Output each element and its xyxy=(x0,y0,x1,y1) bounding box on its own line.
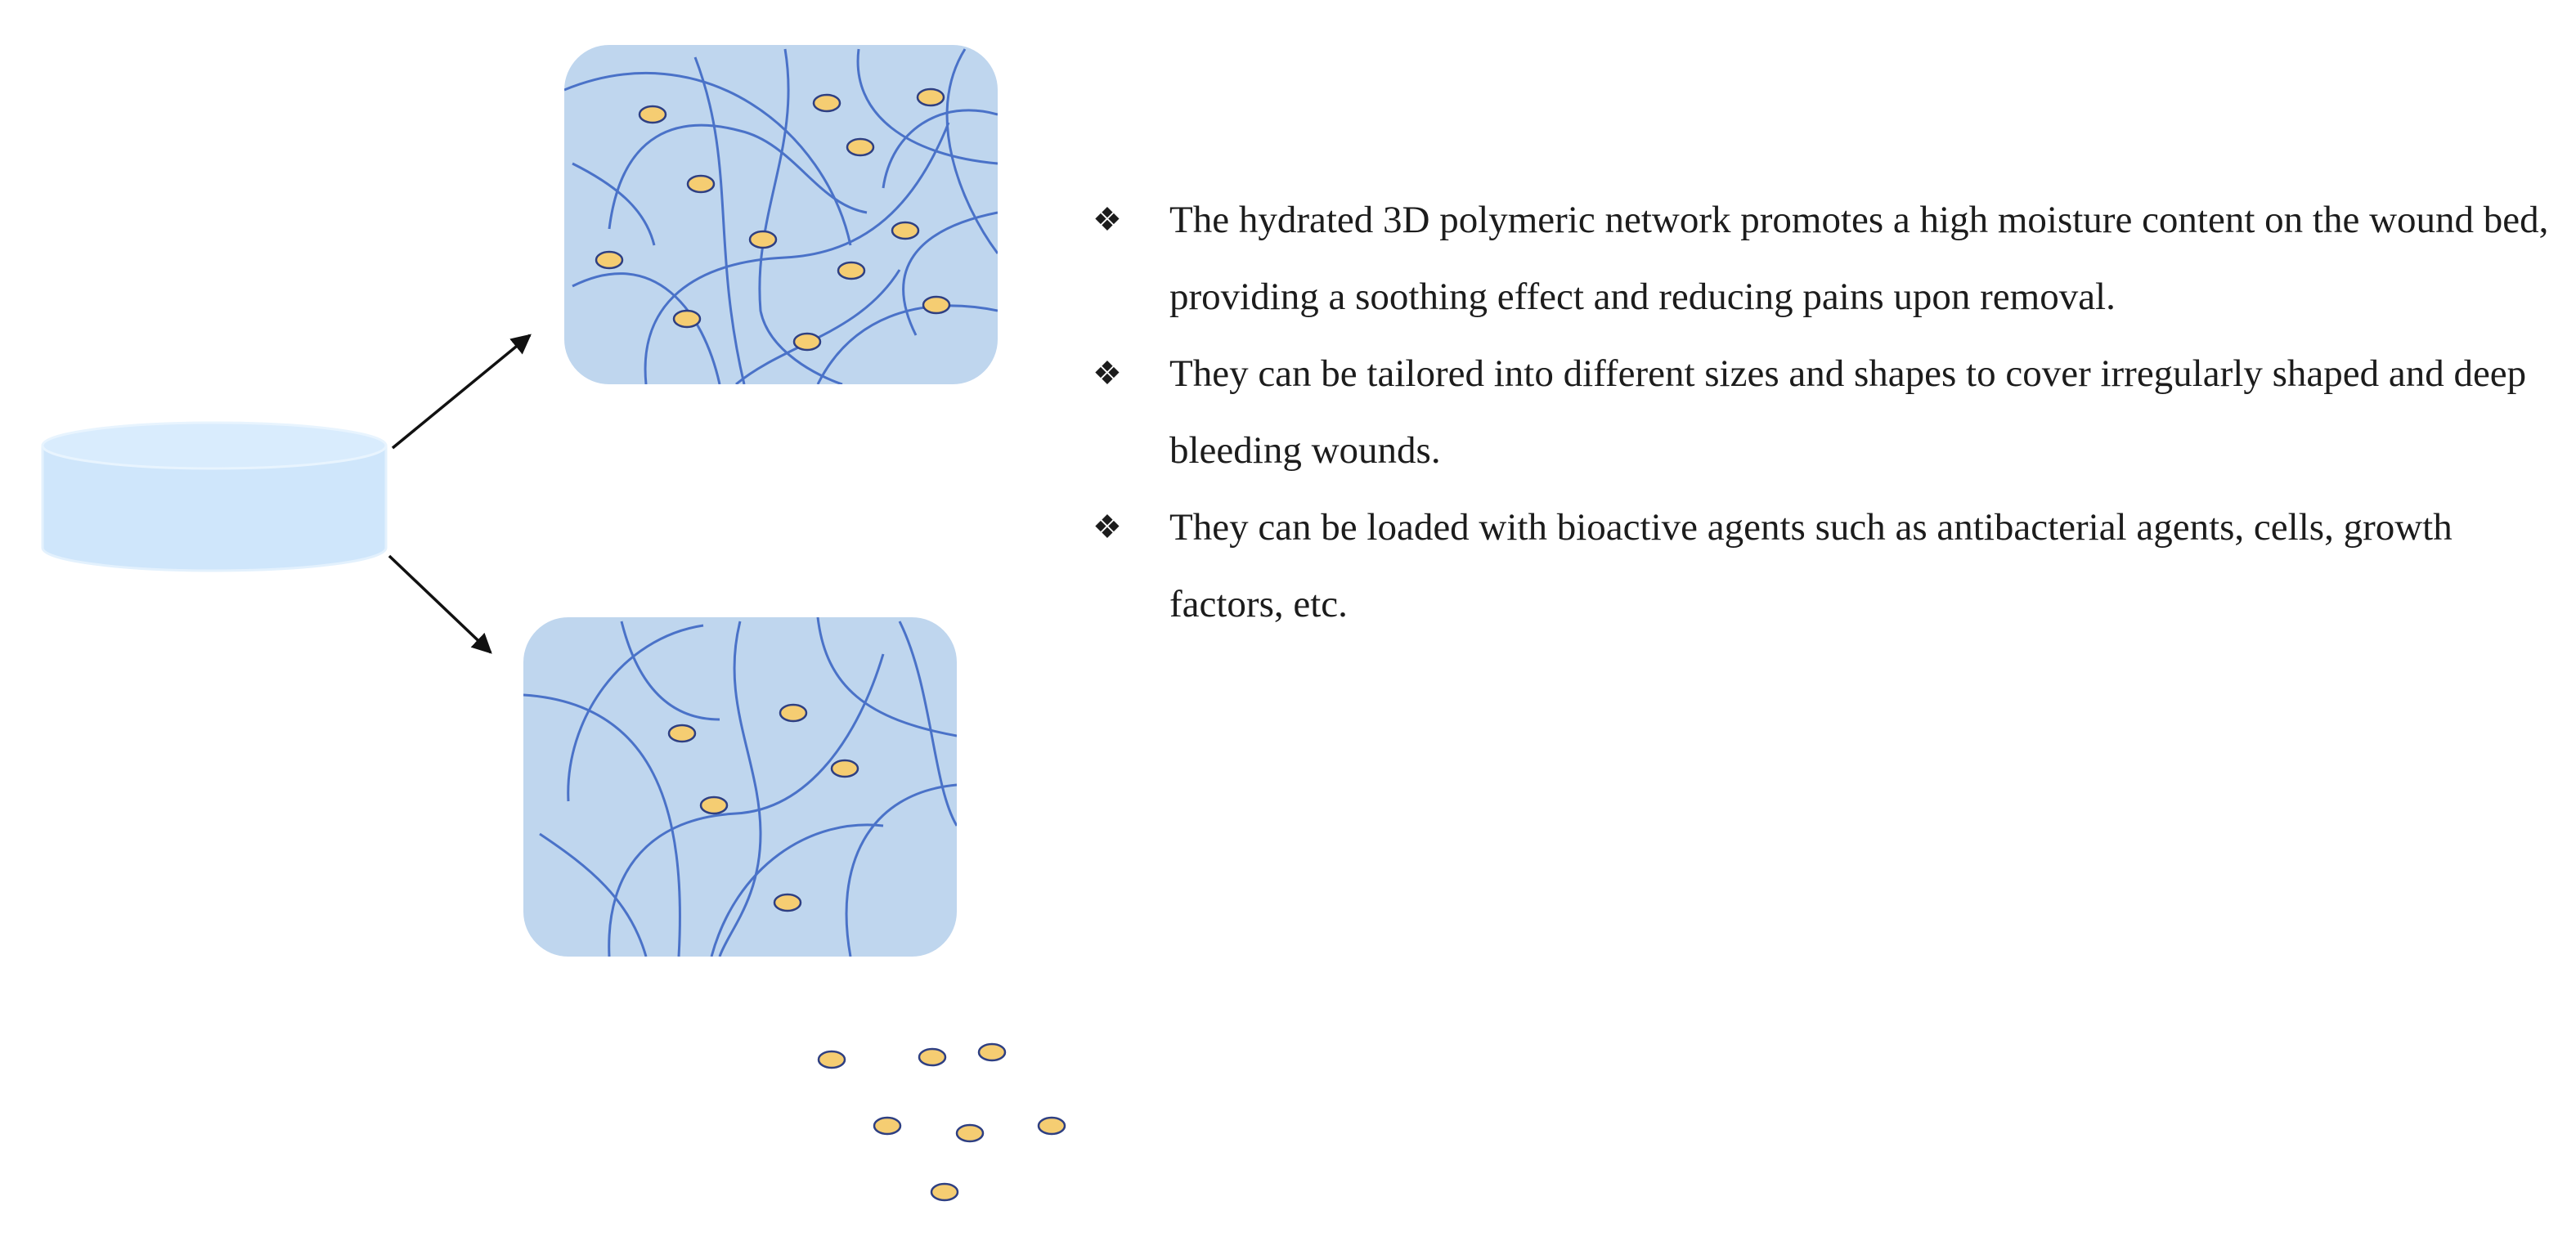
disc-top xyxy=(41,421,388,470)
particle xyxy=(837,261,866,280)
particle xyxy=(748,230,778,249)
particle xyxy=(891,221,920,240)
particle xyxy=(667,724,697,743)
particle xyxy=(873,1116,902,1136)
bullet-text: They can be tailored into different size… xyxy=(1169,352,2527,472)
released-particles xyxy=(817,1042,1066,1202)
bullet-text: They can be loaded with bioactive agents… xyxy=(1169,506,2453,625)
disc-body xyxy=(41,444,388,572)
diamond-bullet-icon: ❖ xyxy=(1093,201,1122,238)
list-item: ❖ They can be loaded with bioactive agen… xyxy=(1093,489,2556,643)
particle xyxy=(792,332,822,352)
network-background xyxy=(523,617,957,957)
particle xyxy=(922,295,951,315)
particle xyxy=(955,1123,985,1143)
particle xyxy=(977,1042,1007,1062)
particle xyxy=(930,1182,959,1202)
releasing-hydrogel-network xyxy=(523,617,957,957)
arrow-to-top-network xyxy=(391,334,532,450)
particle xyxy=(846,137,875,157)
diamond-bullet-icon: ❖ xyxy=(1093,355,1122,392)
benefits-list: ❖ The hydrated 3D polymeric network prom… xyxy=(1093,182,2556,643)
polymer-chains xyxy=(564,48,998,384)
particle xyxy=(595,250,624,270)
loaded-hydrogel-network xyxy=(564,45,998,384)
particle xyxy=(1037,1116,1066,1136)
particle xyxy=(812,93,841,113)
particle xyxy=(638,105,667,124)
particle xyxy=(918,1047,947,1067)
arrow-to-bottom-network xyxy=(388,554,492,654)
particle xyxy=(773,893,802,912)
bullet-text: The hydrated 3D polymeric network promot… xyxy=(1169,199,2549,318)
list-item: ❖ The hydrated 3D polymeric network prom… xyxy=(1093,182,2556,335)
hydrogel-disc xyxy=(41,421,388,572)
list-item: ❖ They can be tailored into different si… xyxy=(1093,335,2556,489)
bioactive-particles xyxy=(667,703,859,912)
particle xyxy=(817,1050,846,1069)
particle xyxy=(699,796,729,815)
particle xyxy=(672,309,702,329)
polymer-chains xyxy=(523,617,957,957)
particle xyxy=(779,703,808,723)
diamond-bullet-icon: ❖ xyxy=(1093,509,1122,545)
particle xyxy=(916,87,945,107)
bioactive-particles xyxy=(595,87,951,352)
particle xyxy=(686,174,716,194)
particle xyxy=(830,759,859,778)
